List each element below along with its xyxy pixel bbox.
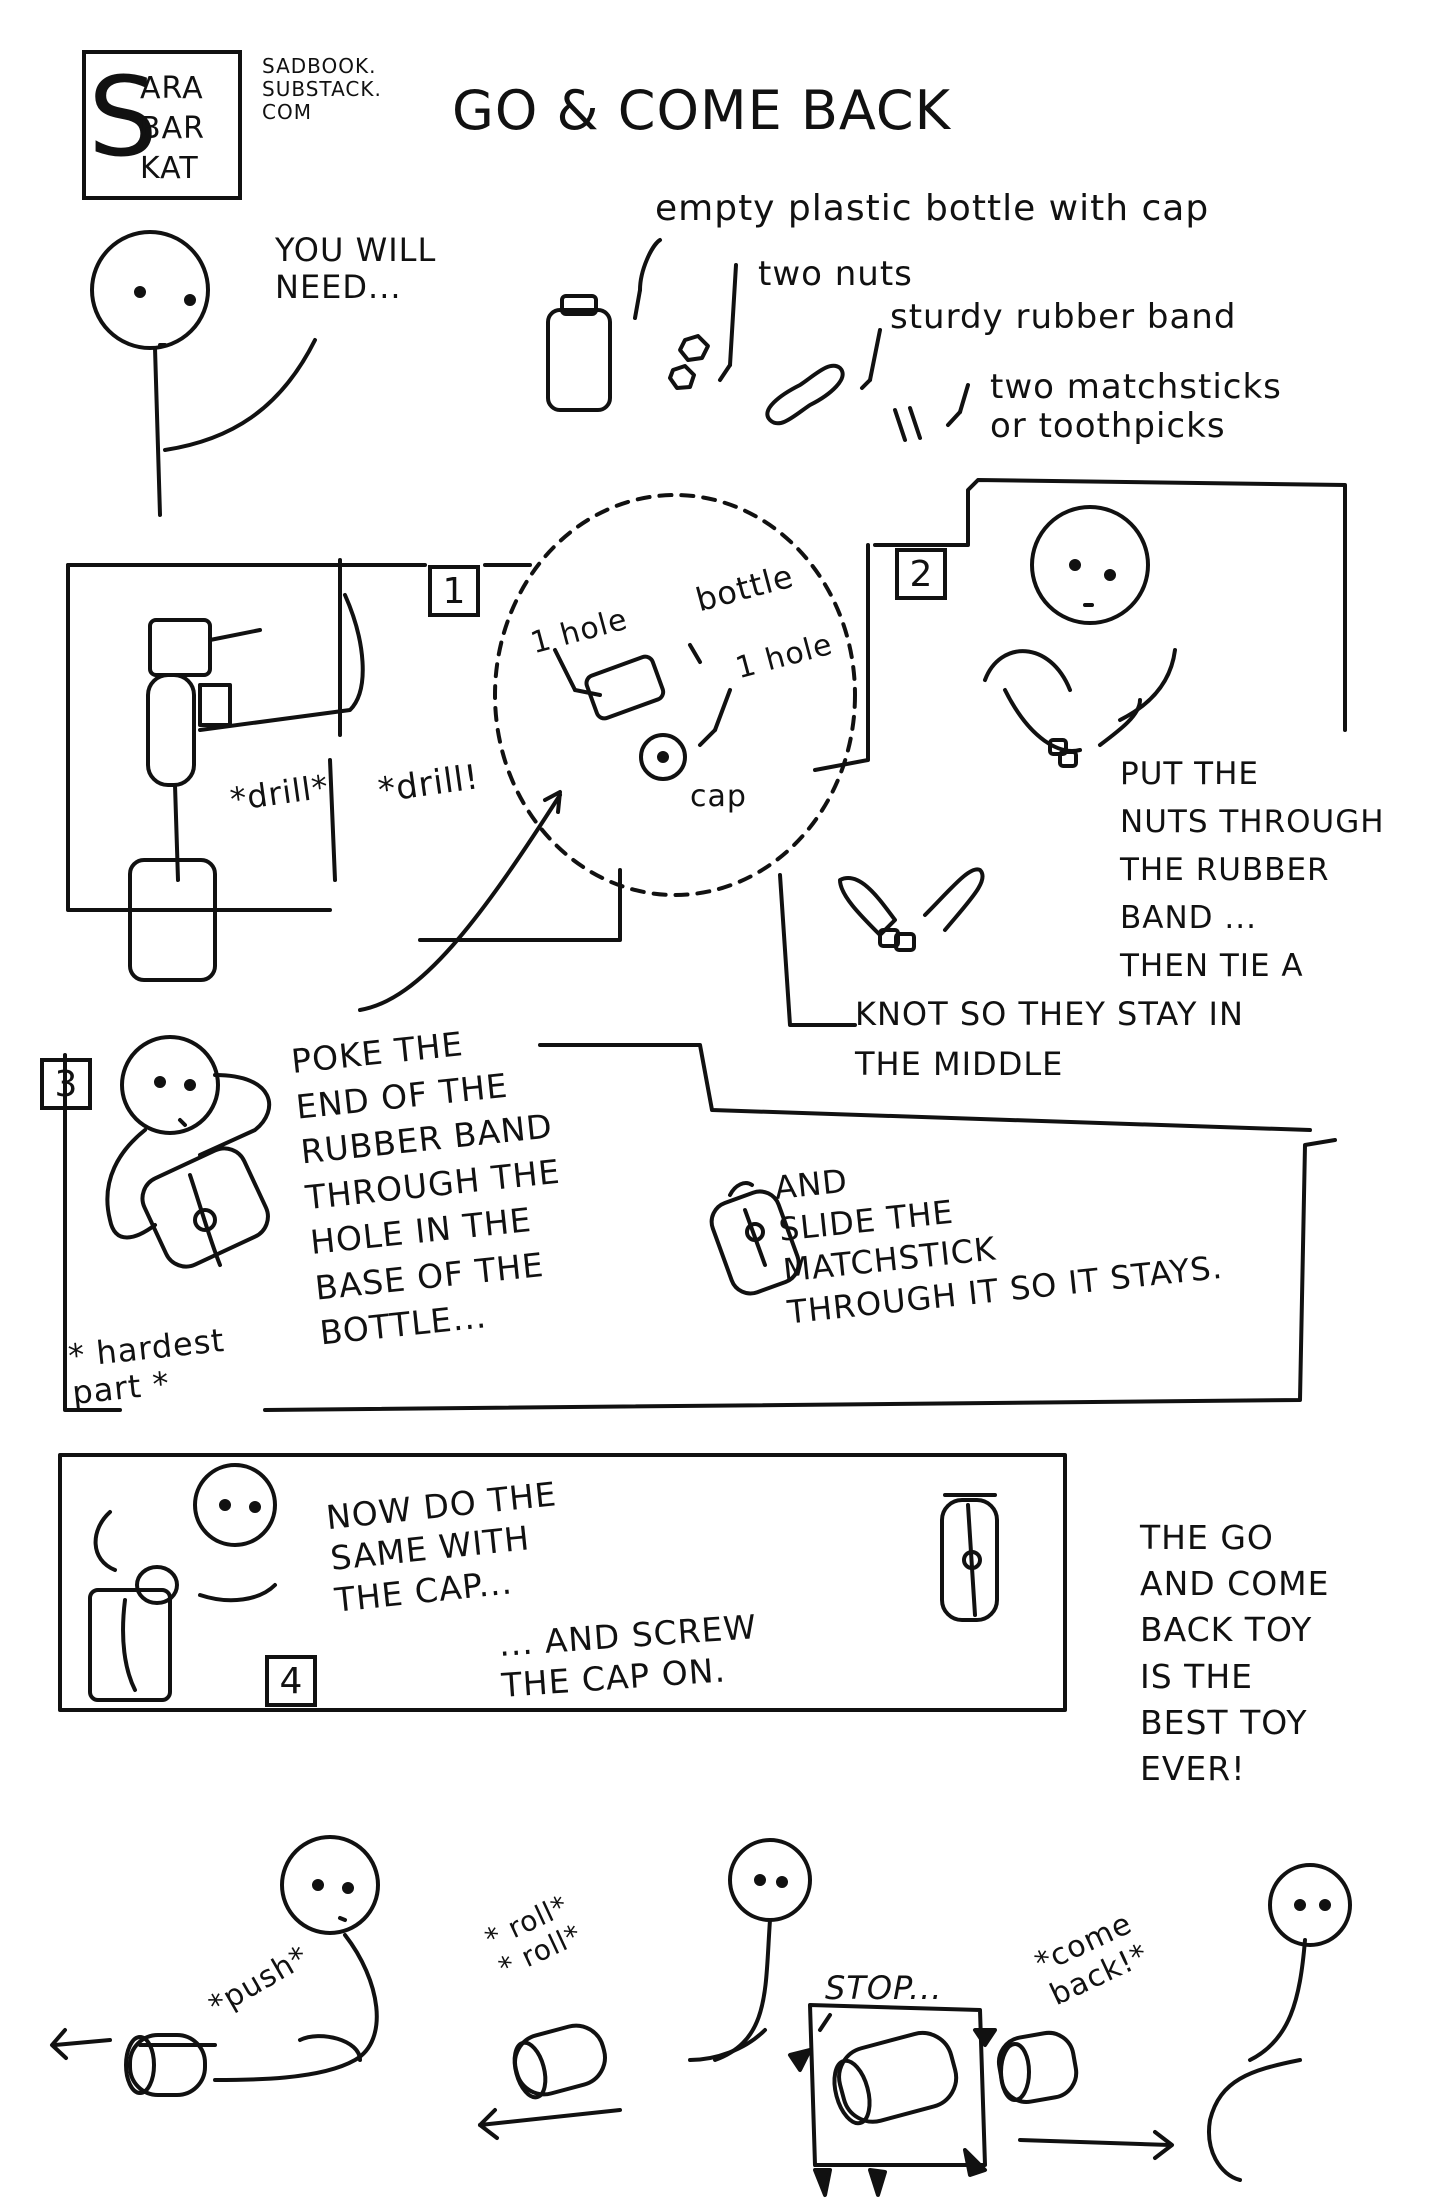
logo-box (82, 50, 242, 200)
supply-item-rubber-band: sturdy rubber band (890, 297, 1237, 337)
step-2-number: 2 (895, 548, 947, 600)
logo-line-bar: BAR (140, 111, 205, 146)
cap-label: cap (690, 779, 747, 814)
stick-figure-supplies (90, 230, 317, 517)
supply-item-matchsticks: two matchsticks or toothpicks (990, 367, 1282, 447)
supply-items-drawings (546, 238, 970, 442)
site-url: SADBOOK. SUBSTACK. COM (262, 54, 382, 124)
logo-letter-s: S (88, 53, 159, 181)
supplies-intro: YOU WILL NEED... (275, 231, 437, 306)
supply-item-nuts: two nuts (758, 254, 913, 294)
step-2-text-2: KNOT SO THEY STAY IN THE MIDDLE (855, 995, 1244, 1083)
step-3-number: 3 (40, 1058, 92, 1110)
zoom-circle (493, 493, 857, 897)
panel-1-frame (66, 558, 622, 1012)
stop-label: STOP... (825, 1969, 943, 2007)
bottom-scene (50, 1835, 1352, 2197)
step-2-text: PUT THE NUTS THROUGH THE RUBBER BAND ...… (1120, 756, 1385, 985)
panel-2-frame (778, 478, 1347, 1027)
closing-text: THE GO AND COME BACK TOY IS THE BEST TOY… (1140, 1518, 1330, 1788)
step-1-number: 1 (428, 565, 480, 617)
supply-item-bottle: empty plastic bottle with cap (655, 188, 1210, 229)
panel-4-frame (58, 1453, 1067, 1712)
page-title: GO & COME BACK (452, 79, 952, 142)
logo-line-kat: KAT (140, 151, 199, 186)
step-4-text: NOW DO THE SAME WITH THE CAP... (324, 1474, 559, 1620)
panel-3-frame (63, 1035, 1337, 1412)
zoom-circle-contents (553, 643, 732, 781)
logo-line-ara: ARA (140, 71, 204, 106)
step-4-number: 4 (265, 1655, 317, 1707)
step-3-text: POKE THE END OF THE RUBBER BAND THROUGH … (289, 1024, 563, 1353)
